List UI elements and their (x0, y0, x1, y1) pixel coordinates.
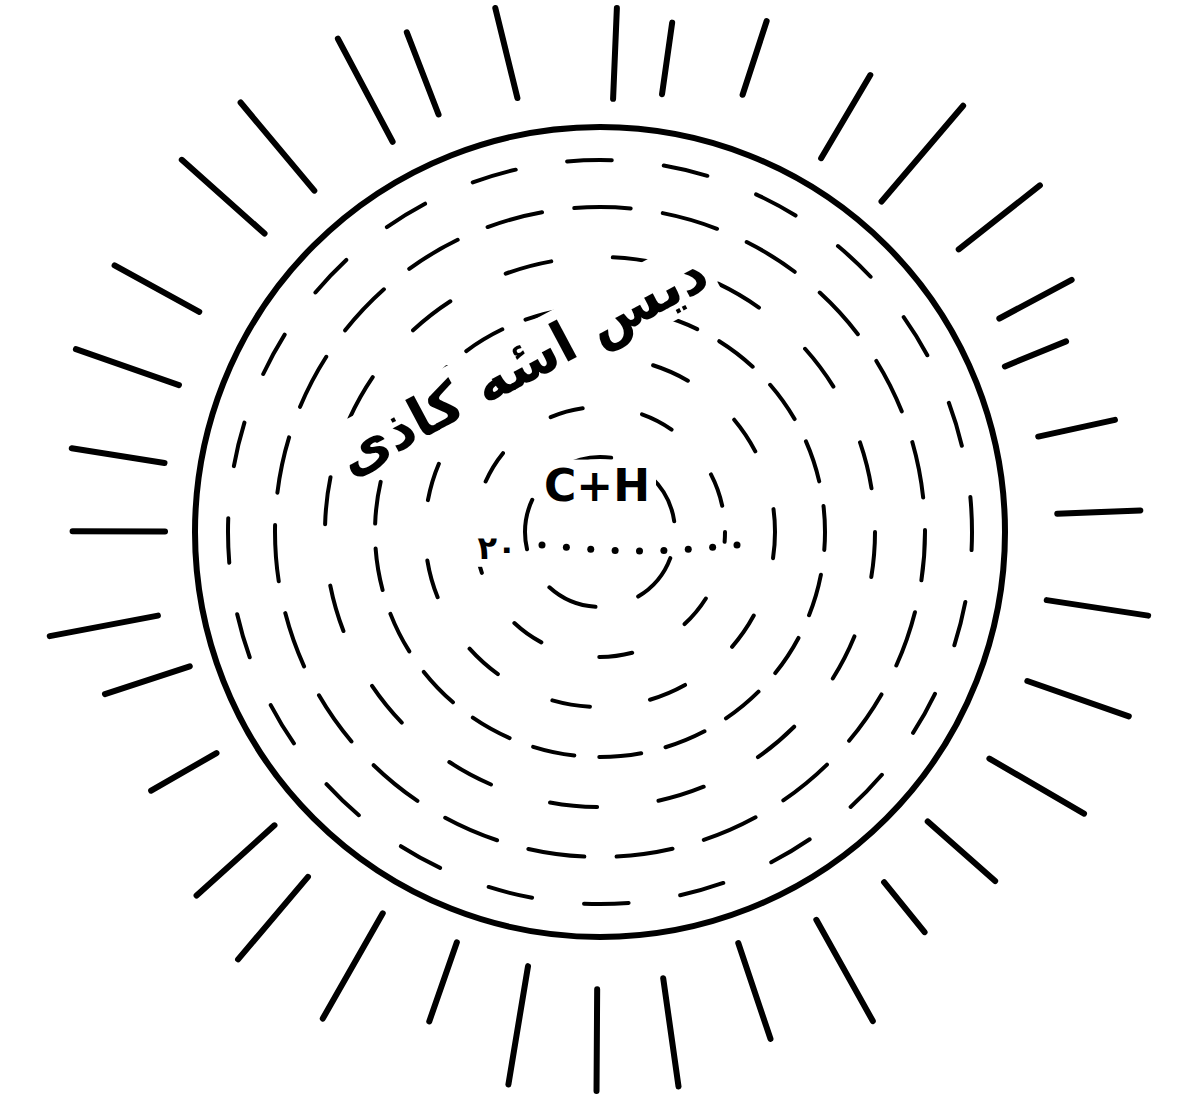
sun-ray (115, 265, 200, 312)
sun-ray (663, 978, 678, 1086)
sun-ray (508, 966, 528, 1084)
sun-ray (594, 989, 601, 1091)
sun-ray (1005, 341, 1066, 366)
sun-ray (182, 160, 265, 234)
sun-ray (407, 32, 439, 114)
sun-outline (195, 127, 1005, 937)
sun-ray (338, 39, 393, 142)
dashed-ring (275, 207, 925, 857)
sun-ray (105, 666, 190, 694)
dotted-line (660, 547, 667, 554)
dotted-line (563, 544, 570, 551)
sun-ray (1038, 420, 1115, 437)
sun-ray (495, 8, 517, 98)
sun-ray (738, 943, 770, 1039)
sun-ray (884, 882, 925, 932)
dotted-line (587, 546, 594, 553)
dotted-line (539, 542, 546, 549)
sun-ray (821, 75, 870, 158)
dotted-line (734, 542, 741, 549)
sun-ray (76, 349, 179, 385)
sun-disc (192, 124, 1008, 940)
number-label: ۲۰ (471, 529, 522, 567)
dashed-ring (228, 160, 972, 904)
sun-ray (816, 920, 872, 1021)
sun-ray (928, 821, 995, 881)
sun-ray (959, 185, 1040, 249)
sun-ray (72, 448, 165, 463)
sun-ray (882, 106, 964, 202)
sun-ray (743, 21, 767, 95)
sun-ray (1057, 510, 1140, 513)
sun-ray (197, 825, 275, 895)
sun-ray (1047, 600, 1148, 615)
sun-ray (241, 103, 315, 191)
dotted-line (709, 544, 716, 551)
sun-ray (999, 280, 1071, 319)
sun-ray (50, 616, 158, 636)
dotted-line (685, 546, 692, 553)
sun-ray (662, 23, 672, 95)
sun-ray (989, 759, 1084, 814)
sun-ray (429, 942, 457, 1021)
sun-ray (613, 8, 617, 99)
sun-ray (1027, 681, 1128, 716)
sun-circle: دیس اسٔه کاذیC+H۲۰ (192, 124, 1008, 940)
sun-ray (238, 877, 308, 960)
sun-ray (73, 528, 165, 534)
sun-ray (151, 753, 216, 791)
formula-label: C+H (538, 460, 656, 513)
dotted-line (612, 547, 619, 554)
dashed-ring (525, 457, 675, 607)
sun-ray (323, 913, 383, 1018)
dotted-line (636, 548, 643, 555)
